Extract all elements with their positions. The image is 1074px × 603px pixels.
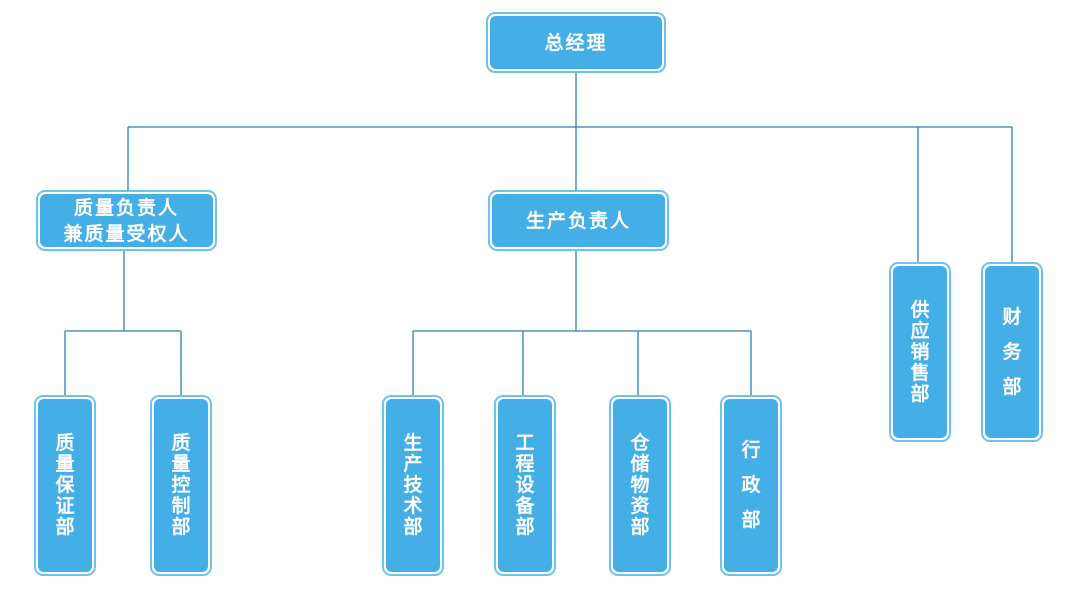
node-label: 行政部 <box>741 439 761 531</box>
node-label: 质量负责人 兼质量受权人 <box>63 196 190 245</box>
node-label: 工程设备部 <box>515 432 535 538</box>
node-warehouse-materials: 仓储物资部 <box>609 395 671 576</box>
node-general-manager: 总经理 <box>486 12 666 73</box>
node-quality-head: 质量负责人 兼质量受权人 <box>36 190 217 251</box>
node-label: 质量控制部 <box>171 432 191 538</box>
node-quality-assurance: 质量保证部 <box>34 395 96 576</box>
node-engineering-equipment: 工程设备部 <box>494 395 556 576</box>
node-label: 总经理 <box>544 31 608 54</box>
node-label: 质量保证部 <box>55 432 75 538</box>
node-label: 生产技术部 <box>403 432 423 538</box>
node-finance: 财务部 <box>981 262 1043 442</box>
node-label: 供应销售部 <box>910 298 930 405</box>
node-label: 仓储物资部 <box>630 432 650 538</box>
node-supply-sales: 供应销售部 <box>889 262 951 442</box>
node-production-head: 生产负责人 <box>488 190 669 251</box>
node-production-tech: 生产技术部 <box>382 395 444 576</box>
node-administration: 行政部 <box>720 395 782 576</box>
node-quality-control: 质量控制部 <box>150 395 212 576</box>
node-label: 生产负责人 <box>525 209 631 232</box>
node-label: 财务部 <box>1002 305 1022 398</box>
